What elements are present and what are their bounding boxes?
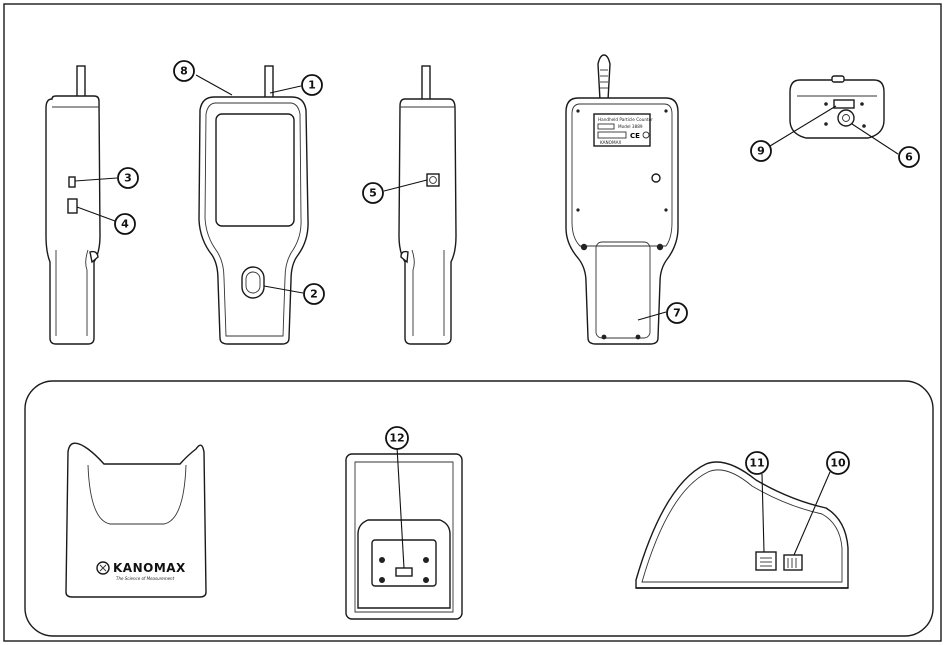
callout-1: 1 <box>301 74 323 96</box>
svg-text:9: 9 <box>757 145 765 158</box>
callout-9: 9 <box>750 140 772 162</box>
cradle-top-view <box>345 446 463 620</box>
cradle-side-view <box>635 461 849 589</box>
ce-mark: CE <box>630 132 640 140</box>
svg-text:11: 11 <box>749 457 764 470</box>
network-port <box>755 551 777 571</box>
svg-text:10: 10 <box>830 457 846 470</box>
cradle-front-view: KANOMAX The Science of Measurement <box>65 442 207 598</box>
brand-tagline: The Science of Measurement <box>116 576 175 581</box>
device-back-view: Handheld Particle Counter Model 3889 CE … <box>565 54 679 345</box>
svg-text:12: 12 <box>389 432 404 445</box>
power-port <box>783 554 803 571</box>
callout-5: 5 <box>362 182 384 204</box>
svg-text:8: 8 <box>180 65 188 78</box>
callout-8: 8 <box>173 60 195 82</box>
svg-text:2: 2 <box>310 288 318 301</box>
device-right-side-view <box>383 65 457 345</box>
callout-12: 12 <box>385 426 409 450</box>
device-bottom-view <box>769 75 899 155</box>
svg-text:6: 6 <box>905 151 913 164</box>
callout-7: 7 <box>666 302 688 324</box>
callout-2: 2 <box>303 283 325 305</box>
brand-name: KANOMAX <box>113 561 186 575</box>
device-label-line2: Model 3889 <box>618 124 643 129</box>
svg-text:1: 1 <box>308 79 316 92</box>
display-screen <box>215 113 295 227</box>
svg-text:3: 3 <box>124 172 132 185</box>
outer-frame <box>3 3 942 642</box>
device-label-maker: KANOMAX <box>600 140 621 145</box>
svg-text:7: 7 <box>673 307 681 320</box>
callout-6: 6 <box>898 146 920 168</box>
callout-10: 10 <box>826 451 850 475</box>
cradle-panel <box>24 380 934 637</box>
callout-4: 4 <box>114 213 136 235</box>
svg-text:4: 4 <box>121 218 129 231</box>
svg-text:5: 5 <box>369 187 377 200</box>
device-front-view <box>195 65 309 345</box>
callout-11: 11 <box>745 451 769 475</box>
device-label-line1: Handheld Particle Counter <box>598 117 653 122</box>
device-left-side-view <box>45 65 118 345</box>
callout-3: 3 <box>117 167 139 189</box>
